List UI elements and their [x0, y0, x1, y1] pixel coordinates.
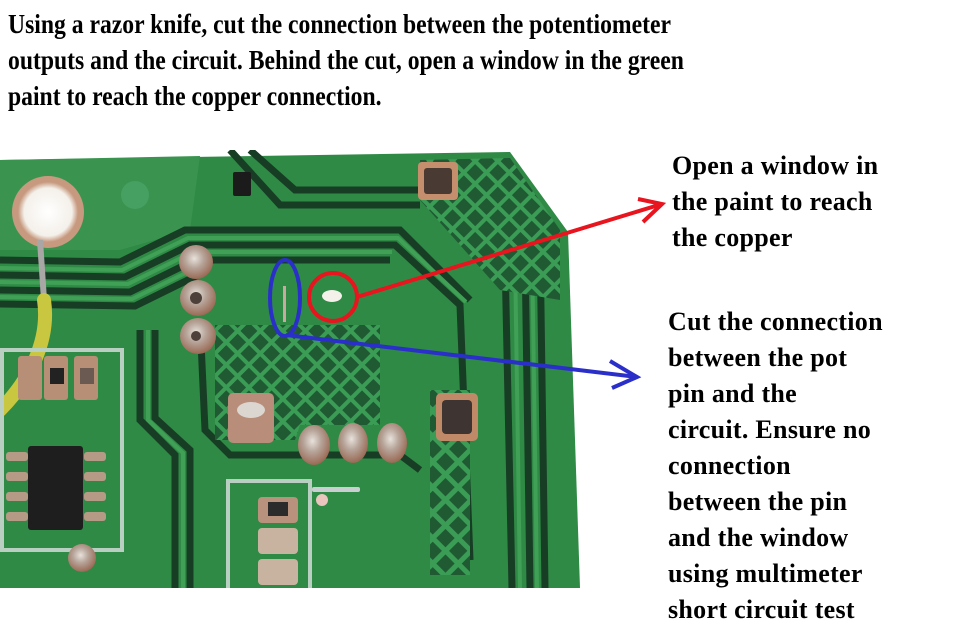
callout-cut-line-4: circuit. Ensure no [668, 415, 872, 444]
heading-line-3: paint to reach the copper connection. [8, 80, 382, 111]
heading-line-2: outputs and the circuit. Behind the cut,… [8, 44, 684, 75]
callout-window-line-1: Open a window in [672, 151, 879, 180]
callout-window-line-2: the paint to reach [672, 187, 873, 216]
callout-cut-line-3: pin and the [668, 379, 798, 408]
cut-marker [268, 258, 642, 390]
callout-cut-line-1: Cut the connection [668, 307, 883, 336]
callout-cut-line-6: between the pin [668, 487, 848, 516]
instruction-heading: Using a razor knife, cut the connection … [8, 6, 829, 114]
callout-open-window: Open a window in the paint to reach the … [672, 148, 878, 256]
callout-cut-connection: Cut the connection between the pot pin a… [668, 304, 883, 628]
heading-line-1: Using a razor knife, cut the connection … [8, 8, 671, 39]
callout-cut-line-2: between the pot [668, 343, 848, 372]
callout-cut-line-5: connection [668, 451, 791, 480]
callout-cut-line-8: using multimeter [668, 559, 863, 588]
callout-cut-line-7: and the window [668, 523, 849, 552]
callout-cut-line-9: short circuit test [668, 595, 855, 624]
window-marker [307, 197, 667, 323]
callout-window-line-3: the copper [672, 223, 793, 252]
